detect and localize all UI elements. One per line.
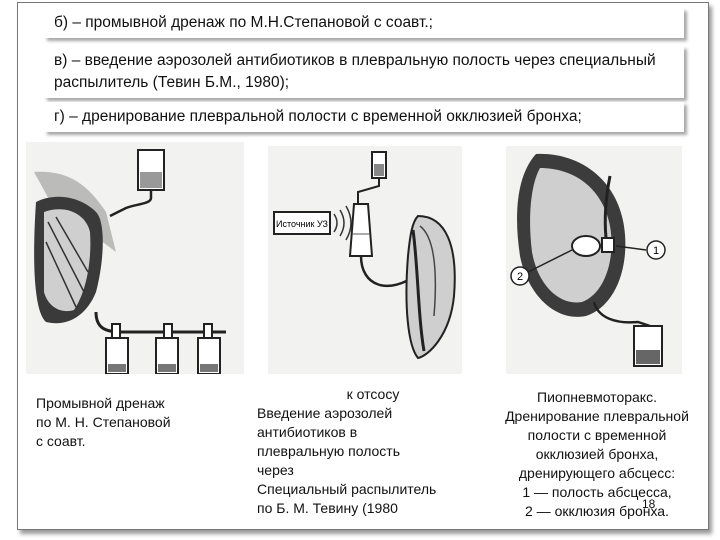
text-line-g: г) – дренирование плевральной полости с … (44, 102, 684, 132)
washing-drainage-illustration (26, 142, 244, 374)
aerosol-sprayer-drawing: Источник УЗ (268, 146, 462, 374)
pyopneumothorax-illustration: 1 2 (506, 146, 682, 374)
text-line-v: в) – введение аэрозолей антибиотиков в п… (44, 46, 684, 98)
pyopneumothorax-drawing: 1 2 (506, 146, 682, 374)
figure-middle-top-note: к отсосу (318, 385, 428, 404)
figure-right-caption: Пиопневмоторакс. Дренирование плеврально… (484, 388, 710, 521)
washing-drainage-drawing (26, 142, 244, 374)
figure-middle-caption: Введение аэрозолей антибиотиков в плевра… (257, 404, 467, 518)
text-line-b: б) – промывной дренаж по М.Н.Степановой … (44, 8, 684, 38)
aerosol-sprayer-illustration: Источник УЗ (268, 146, 462, 374)
ultrasound-source-label: Источник УЗ (276, 219, 328, 229)
figure-left-caption: Промывной дренаж по М. Н. Степановой с с… (36, 394, 226, 451)
page-number: 18 (642, 497, 655, 511)
marker-1-label: 1 (653, 245, 659, 257)
marker-2-label: 2 (517, 271, 523, 283)
